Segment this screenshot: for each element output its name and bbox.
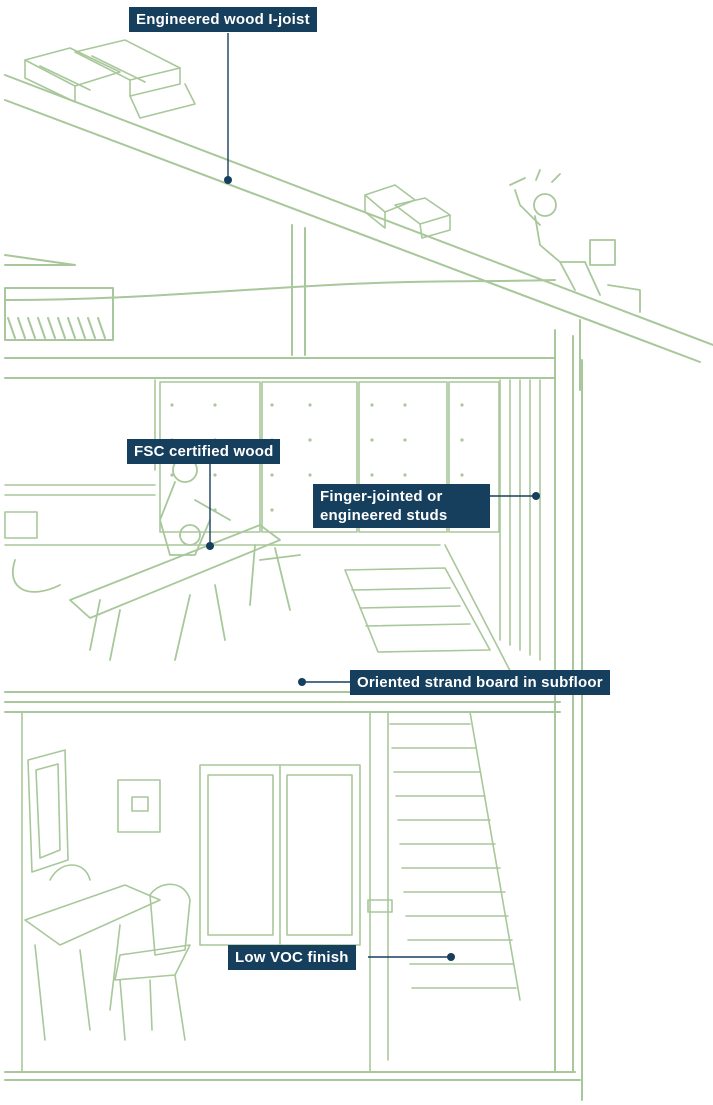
exterior-walls xyxy=(5,330,582,1100)
callout-engineered-wood-i-joist: Engineered wood I-joist xyxy=(129,7,317,32)
subfloor xyxy=(5,692,560,712)
roof xyxy=(5,75,713,390)
lumber-stack xyxy=(25,40,195,118)
studs xyxy=(500,380,540,660)
callout-low-voc-finish: Low VOC finish xyxy=(228,945,356,970)
callout-finger-jointed-studs: Finger-jointed or engineered studs xyxy=(313,484,490,528)
roofer-figure xyxy=(510,170,640,312)
callout-oriented-strand-board: Oriented strand board in subfloor xyxy=(350,670,610,695)
floor-opening xyxy=(345,545,520,690)
callout-fsc-certified-wood: FSC certified wood xyxy=(127,439,280,464)
roof-boxes xyxy=(365,185,450,238)
ground-floor xyxy=(22,712,392,1072)
attic xyxy=(5,225,555,355)
